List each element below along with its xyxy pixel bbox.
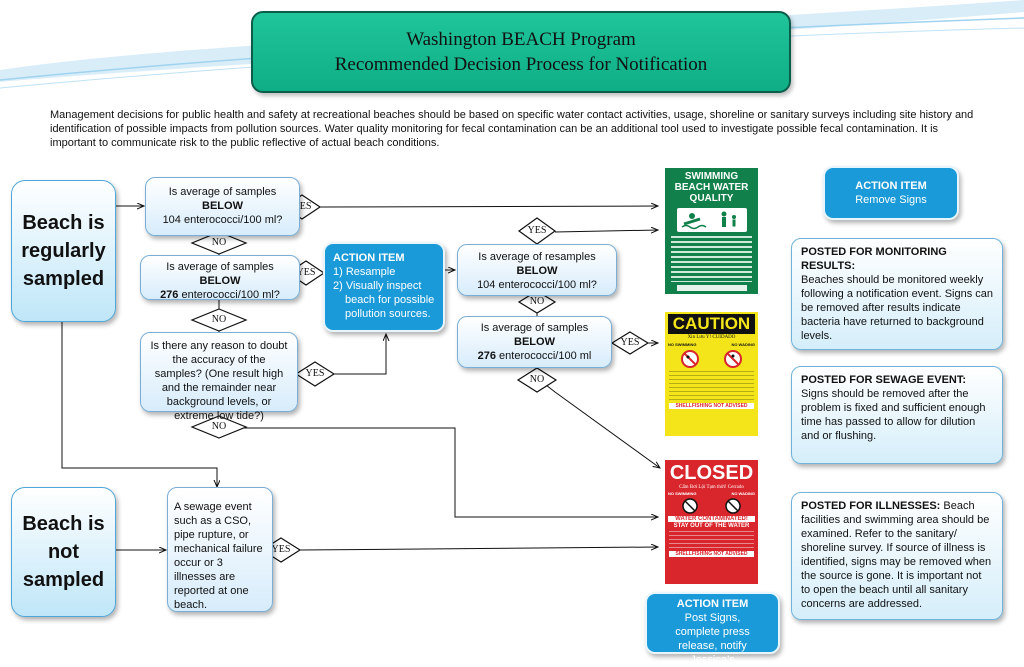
question-box-below-104: Is average of samples BELOW 104 enteroco… — [145, 177, 300, 236]
note-heading: POSTED FOR SEWAGE EVENT: — [801, 374, 967, 386]
question-text: Is there any reason to doubt the accurac… — [150, 340, 288, 422]
no-wading-label: NO WADING — [731, 342, 755, 347]
sign-fine-print — [669, 371, 754, 401]
beach-sampled-label: Beach is regularly sampled — [21, 212, 106, 290]
sign-title: CLOSED — [669, 462, 754, 484]
no-wading-icon — [725, 498, 741, 514]
note-heading: POSTED FOR ILLNESSES: — [801, 500, 941, 512]
sign-footer: SHELLFISHING NOT ADVISED — [669, 403, 754, 409]
question-text: BELOW — [202, 200, 243, 212]
decision-diamond — [516, 367, 558, 393]
label-no: NO — [529, 296, 545, 307]
question-text: Is average of samples — [166, 261, 274, 273]
sign-fine-print — [669, 531, 754, 549]
note-sewage-event: POSTED FOR SEWAGE EVENT: Signs should be… — [791, 366, 1003, 464]
note-heading: POSTED FOR MONITORING RESULTS: — [801, 246, 947, 272]
action-item-title: ACTION ITEM — [333, 252, 405, 264]
note-text: Beach facilities and swimming area shoul… — [801, 500, 992, 610]
question-text: BELOW — [516, 265, 558, 277]
swimmer-icon — [676, 208, 747, 232]
question-text: BELOW — [514, 336, 555, 348]
question-text: BELOW — [199, 275, 241, 287]
question-text: 104 enterococci/100 ml? — [477, 279, 597, 291]
action-item-title: ACTION ITEM — [855, 180, 927, 192]
note-text: Signs should be removed after the proble… — [801, 388, 986, 442]
decision-diamond — [190, 415, 248, 439]
question-box-doubt-accuracy: Is there any reason to doubt the accurac… — [140, 332, 298, 422]
decision-diamond — [294, 361, 336, 387]
question-text: 276 enterococci/100 ml? — [141, 288, 299, 302]
sign-caution: CAUTION Xin Lưu Ý! CUIDADO NO SWIMMING N… — [665, 312, 758, 436]
question-text: Is average of resamples — [478, 251, 596, 263]
action-item-text: Post Signs, complete press release, noti… — [675, 612, 750, 666]
no-swimming-label: NO SWIMMING — [668, 342, 697, 347]
label-no: NO — [211, 314, 227, 325]
sign-closed: CLOSED Cấm Bơi Lội Tạm thời! Cerrado NO … — [665, 460, 758, 584]
question-box-resamples-below-276: Is average of samples BELOW 276 enteroco… — [457, 316, 612, 368]
label-no: NO — [529, 374, 545, 385]
sign-title: SWIMMING BEACH WATER QUALITY — [674, 171, 749, 204]
question-text: Is average of samples — [168, 186, 277, 198]
question-box-below-276: Is average of samples BELOW 276 enteroco… — [140, 255, 300, 302]
sign-water-quality: SWIMMING BEACH WATER QUALITY — [665, 168, 758, 294]
page-title: Washington BEACH Program Recommended Dec… — [251, 11, 791, 93]
label-yes: YES — [620, 337, 640, 348]
question-box-resamples-below-104: Is average of resamples BELOW 104 entero… — [457, 244, 617, 296]
no-wading-icon — [724, 350, 743, 368]
title-line-2: Recommended Decision Process for Notific… — [334, 54, 708, 75]
note-text: Beaches should be monitored weekly follo… — [801, 274, 994, 342]
question-text: Is average of samples — [480, 322, 589, 334]
label-yes: YES — [527, 225, 547, 236]
note-monitoring-results: POSTED FOR MONITORING RESULTS: Beaches s… — [791, 238, 1003, 350]
sign-fine-print — [671, 236, 752, 282]
label-yes: YES — [271, 544, 291, 555]
no-swimming-icon — [682, 498, 698, 514]
label-yes: YES — [296, 267, 316, 278]
question-text: 104 enterococci/100 ml? — [162, 214, 283, 226]
no-swimming-label: NO SWIMMING — [668, 491, 697, 496]
sign-banner: STAY OUT OF THE WATER — [673, 523, 750, 529]
action-item-step: 2) Visually inspect beach for possible p… — [333, 280, 435, 320]
label-yes: YES — [305, 368, 325, 379]
sign-banner: WATER CONTAMINATED! — [668, 516, 755, 522]
question-box-sewage-event: A sewage event such as a CSO, pipe ruptu… — [167, 487, 273, 612]
decision-diamond — [190, 308, 248, 332]
sign-logo — [676, 285, 747, 291]
decision-diamond — [190, 231, 248, 255]
no-swimming-icon — [680, 350, 699, 368]
no-wading-label: NO WADING — [731, 491, 755, 496]
question-text: enterococci/100 ml? — [178, 289, 280, 301]
beach-regularly-sampled-box: Beach is regularly sampled — [11, 180, 116, 322]
action-item-resample: ACTION ITEM 1) Resample 2) Visually insp… — [323, 242, 445, 332]
label-no: NO — [211, 237, 227, 248]
decision-diamond — [610, 331, 650, 355]
action-item-post-signs: ACTION ITEM Post Signs, complete press r… — [645, 592, 780, 666]
sign-subtitle: Xin Lưu Ý! CUIDADO — [687, 335, 736, 340]
question-number: 276 — [477, 350, 496, 362]
question-text: A sewage event such as a CSO, pipe ruptu… — [174, 501, 263, 611]
action-item-text: Remove Signs — [855, 194, 927, 206]
question-number: 276 — [160, 289, 179, 301]
title-line-1: Washington BEACH Program — [406, 29, 636, 50]
action-item-list: 1) Resample 2) Visually inspect beach fo… — [333, 265, 435, 321]
intro-paragraph: Management decisions for public health a… — [50, 109, 974, 149]
beach-not-sampled-box: Beach is not sampled — [11, 487, 116, 617]
action-item-title: ACTION ITEM — [676, 598, 749, 610]
sign-title: CAUTION — [668, 314, 755, 334]
note-illnesses: POSTED FOR ILLNESSES: Beach facilities a… — [791, 492, 1003, 620]
action-item-step: 1) Resample — [333, 266, 396, 278]
sign-subtitle: Cấm Bơi Lội Tạm thời! Cerrado — [679, 485, 744, 490]
label-no: NO — [211, 421, 227, 432]
sign-footer: SHELLFISHING NOT ADVISED — [669, 551, 754, 557]
label-yes: YES — [292, 201, 312, 212]
question-text: enterococci/100 ml — [495, 350, 592, 362]
decision-diamond — [517, 290, 557, 314]
beach-not-sampled-label: Beach is not sampled — [22, 513, 105, 591]
question-text: 276 enterococci/100 ml — [458, 349, 611, 363]
action-item-remove-signs: ACTION ITEM Remove Signs — [823, 166, 959, 220]
